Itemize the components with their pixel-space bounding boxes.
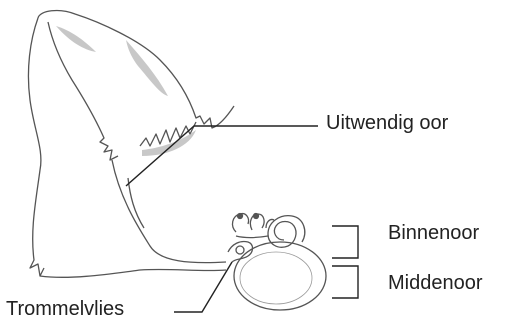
inner-ear-bracket [332, 226, 358, 258]
label-outer-ear: Uitwendig oor [326, 112, 448, 134]
inner-ear-drawing [233, 214, 305, 248]
auricle-shading [56, 26, 196, 156]
middle-ear-drawing [228, 241, 326, 310]
label-middle-ear: Middenoor [388, 272, 483, 294]
middle-ear-bracket [332, 266, 358, 298]
label-inner-ear: Binnenoor [388, 222, 479, 244]
label-eardrum: Trommelvlies [6, 298, 124, 320]
